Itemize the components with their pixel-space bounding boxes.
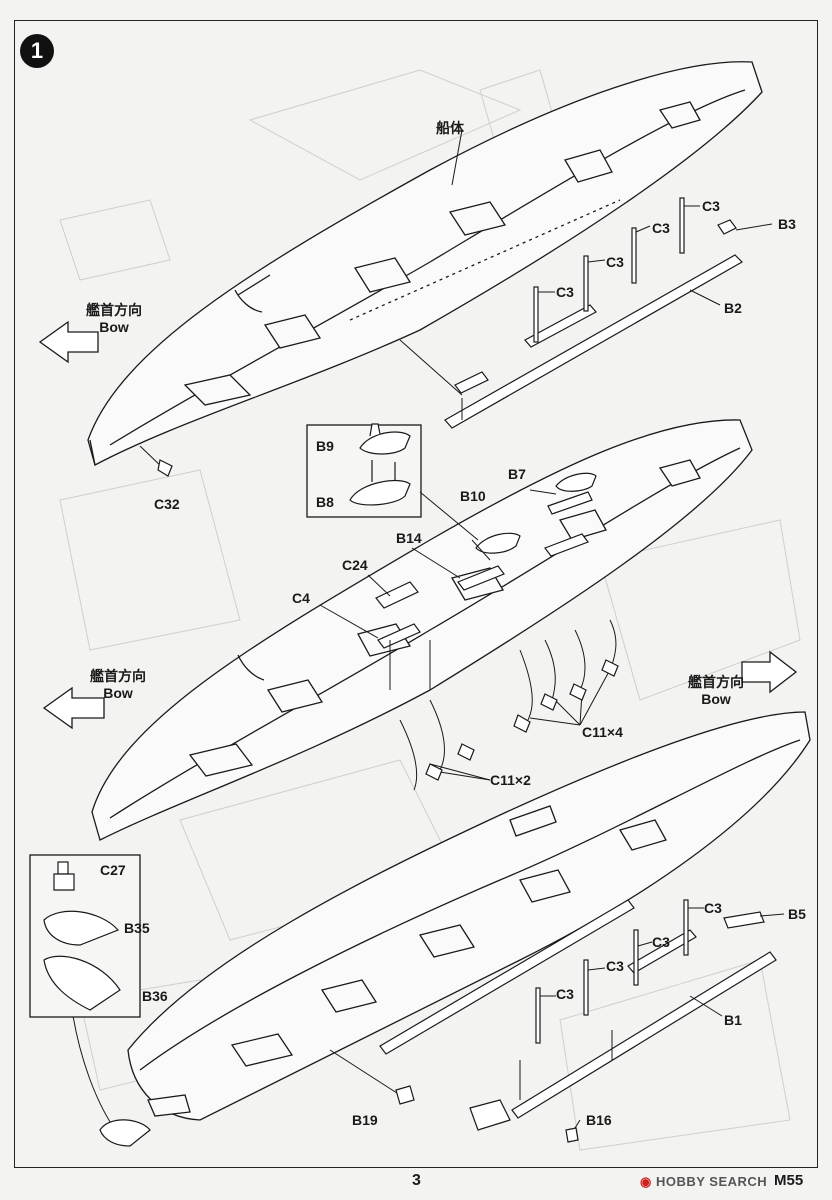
bow-direction-en: Bow bbox=[701, 691, 731, 707]
label-c27: C27 bbox=[100, 862, 126, 878]
label-c11x4: C11×4 bbox=[582, 724, 623, 740]
label-b9: B9 bbox=[316, 438, 334, 454]
page-number: 3 bbox=[412, 1172, 421, 1189]
bow-direction-ja: 艦首方向 bbox=[90, 668, 146, 684]
label-b8: B8 bbox=[316, 494, 334, 510]
label-c32: C32 bbox=[154, 496, 180, 512]
leader-lines-middle bbox=[319, 489, 617, 791]
label-c3: C3 bbox=[702, 198, 720, 214]
part-b1-side-strip bbox=[379, 899, 777, 1119]
watermark-text: HOBBY SEARCH bbox=[655, 1174, 768, 1189]
label-c3: C3 bbox=[606, 958, 624, 974]
part-c32 bbox=[157, 459, 173, 477]
part-c3-posts-top bbox=[533, 197, 685, 343]
bow-arrow-middle bbox=[42, 686, 105, 730]
label-c3: C3 bbox=[652, 934, 670, 950]
bow-direction-top: 艦首方向 Bow bbox=[86, 302, 142, 336]
bow-direction-middle: 艦首方向 Bow bbox=[90, 668, 146, 702]
label-c3: C3 bbox=[704, 900, 722, 916]
bow-direction-en: Bow bbox=[99, 319, 129, 335]
label-c4: C4 bbox=[292, 590, 310, 606]
hull-label: 船体 bbox=[436, 120, 464, 136]
label-c11x2: C11×2 bbox=[490, 772, 531, 788]
label-b1: B1 bbox=[724, 1012, 742, 1028]
inset-stern-drawing bbox=[43, 861, 121, 1011]
bow-direction-ja: 艦首方向 bbox=[86, 302, 142, 318]
label-b7: B7 bbox=[508, 466, 526, 482]
step-number-badge: 1 bbox=[20, 34, 54, 68]
bow-arrow-top bbox=[38, 320, 99, 364]
part-c11-pieces bbox=[425, 659, 619, 781]
stern-detail bbox=[99, 1119, 151, 1147]
label-b19: B19 bbox=[352, 1112, 378, 1128]
label-b5: B5 bbox=[788, 906, 806, 922]
label-b10: B10 bbox=[460, 488, 486, 504]
label-c24: C24 bbox=[342, 557, 368, 573]
hull-middle-parts bbox=[375, 472, 597, 649]
kit-code: M55 bbox=[774, 1172, 804, 1189]
label-c3: C3 bbox=[556, 986, 574, 1002]
label-b14: B14 bbox=[396, 530, 422, 546]
label-b3: B3 bbox=[778, 216, 796, 232]
hull-top bbox=[87, 61, 763, 466]
bow-direction-ja: 艦首方向 bbox=[688, 674, 744, 690]
logo-mark-icon: ◉ bbox=[640, 1174, 656, 1189]
label-b36: B36 bbox=[142, 988, 168, 1004]
label-c3: C3 bbox=[606, 254, 624, 270]
bow-direction-en: Bow bbox=[103, 685, 133, 701]
watermark-logo: ◉ HOBBY SEARCH bbox=[640, 1174, 767, 1190]
bow-arrow-bottom bbox=[741, 650, 798, 694]
label-b35: B35 bbox=[124, 920, 150, 936]
label-b16: B16 bbox=[586, 1112, 612, 1128]
part-b2-side-strip bbox=[444, 219, 743, 429]
part-b16-b19 bbox=[395, 1085, 579, 1143]
hull-bottom bbox=[127, 711, 811, 1121]
label-c3: C3 bbox=[652, 220, 670, 236]
bow-direction-bottom: 艦首方向 Bow bbox=[688, 674, 744, 708]
label-b2: B2 bbox=[724, 300, 742, 316]
page-border bbox=[14, 20, 818, 1168]
inset-boats-drawing bbox=[349, 423, 411, 506]
part-c3-posts-bottom bbox=[535, 899, 689, 1044]
label-c3: C3 bbox=[556, 284, 574, 300]
